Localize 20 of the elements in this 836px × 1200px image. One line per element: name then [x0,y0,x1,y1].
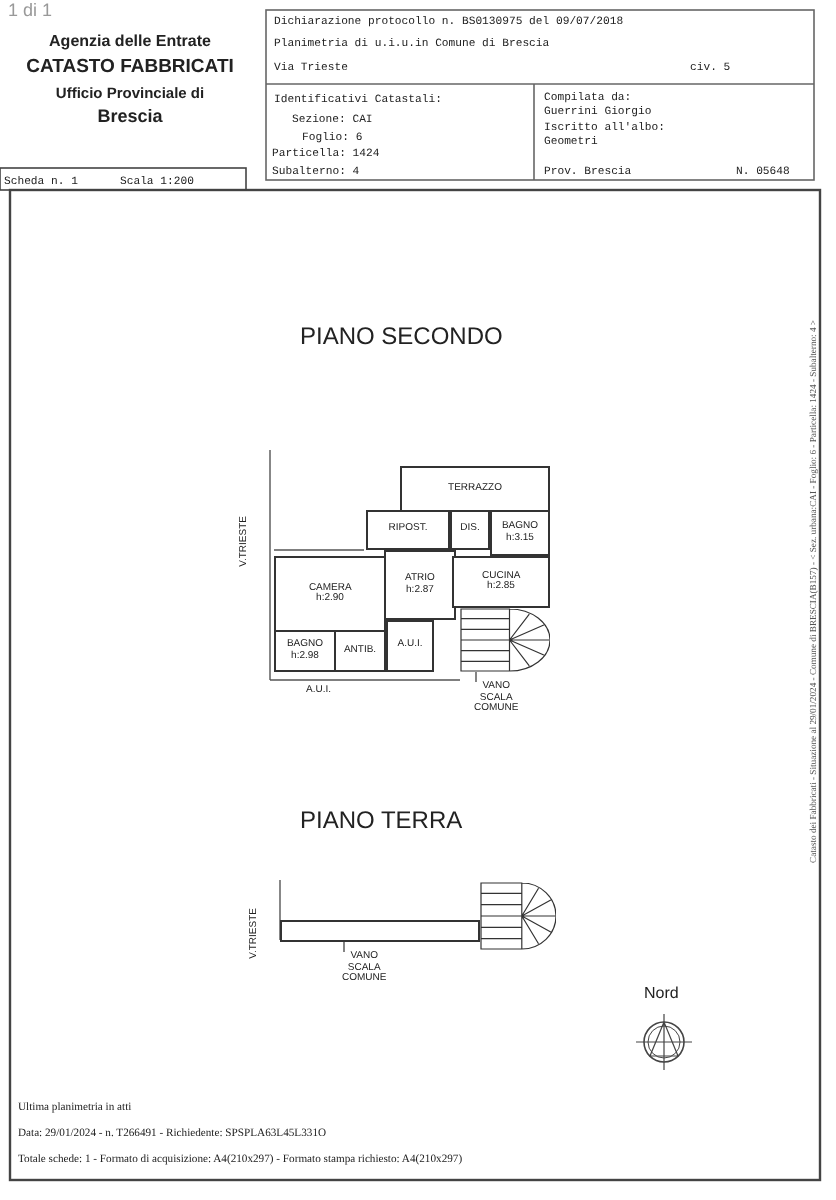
room-outline [384,550,456,620]
room-outline [334,630,386,672]
corridor-outline [280,920,480,942]
leader-line [343,941,345,953]
north-label: Nord [644,984,679,1002]
room-outline [386,620,434,672]
leader-line [475,671,477,683]
room-outline [274,556,386,632]
page-number: 1 di 1 [8,0,53,20]
room-outline [450,510,490,550]
room-outline [452,556,550,608]
office-name: Agenzia delle Entrate [47,32,213,50]
office-name: Brescia [95,106,165,126]
floor-title: PIANO TERRA [300,806,463,834]
room-outline [366,510,450,550]
room-outline [400,466,550,512]
floor-title: PIANO SECONDO [300,322,503,350]
room-outline [490,510,550,556]
room-outline [274,630,336,672]
office-name: CATASTO FABBRICATI [24,56,236,78]
